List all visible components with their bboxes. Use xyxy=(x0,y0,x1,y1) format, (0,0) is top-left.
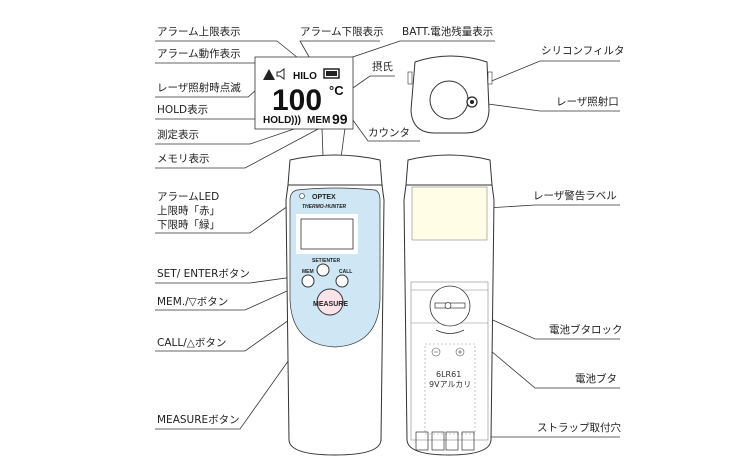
strap-hole xyxy=(415,431,475,451)
svg-text:OPTEX: OPTEX xyxy=(312,194,336,201)
label-laser-port: レーザ照射口 xyxy=(556,96,619,108)
mem-button xyxy=(301,274,315,288)
leader-lines xyxy=(155,40,620,438)
label-silicon-filter: シリコンフィルタ xyxy=(541,45,625,57)
label-hold: HOLD表示 xyxy=(157,104,209,116)
label-laser-blink: レーザ照射時点滅 xyxy=(157,82,241,94)
label-laser-warning: レーザ警告ラベル xyxy=(533,190,617,202)
lcd-enlarged: HILO 100 °C HOLD ))) MEM 99 xyxy=(254,56,354,130)
svg-text:MEASURE: MEASURE xyxy=(313,301,348,308)
svg-text:MEM: MEM xyxy=(302,269,314,275)
lcd-small xyxy=(300,218,354,250)
label-measuring: 測定表示 xyxy=(157,129,199,141)
hold-indicator: HOLD xyxy=(263,115,291,126)
label-alarm-led-2: 上限時「赤」 xyxy=(157,205,220,217)
thermometer-front: OPTEX THERMO-HUNTER SET/ENTER MEM CALL M… xyxy=(285,154,385,456)
label-alarm-upper: アラーム上限表示 xyxy=(157,26,241,38)
speaker-icon xyxy=(276,68,285,80)
battery-icon xyxy=(323,68,340,79)
svg-text:9Vアルカリ: 9Vアルカリ xyxy=(429,380,471,389)
hilo-indicator: HILO xyxy=(293,71,317,82)
call-button xyxy=(335,274,349,288)
temperature-digits: 100 xyxy=(272,84,322,117)
svg-text:6LR61: 6LR61 xyxy=(436,370,461,379)
battery-cover xyxy=(410,281,489,441)
svg-text:SET/ENTER: SET/ENTER xyxy=(312,258,340,264)
measure-button xyxy=(316,288,344,316)
label-mem: MEM./▽ボタン xyxy=(157,296,229,308)
label-celsius: 摂氏 xyxy=(372,61,393,73)
label-alarm-led-1: アラームLED xyxy=(157,191,220,203)
label-memory: メモリ表示 xyxy=(157,153,210,165)
label-set-enter: SET/ ENTERボタン xyxy=(157,268,250,280)
laser-warning-label xyxy=(411,186,488,241)
thermometer-back: 6LR61 9Vアルカリ xyxy=(403,154,495,456)
mem-indicator: MEM xyxy=(307,115,330,126)
set-enter-button xyxy=(316,263,330,277)
label-counter: カウンタ xyxy=(368,127,410,139)
label-strap-hole: ストラップ取付穴 xyxy=(537,422,621,434)
label-alarm-action: アラーム動作表示 xyxy=(157,48,241,60)
label-call: CALL/△ボタン xyxy=(157,337,227,349)
label-alarm-led-3: 下限時「緑」 xyxy=(157,219,220,231)
alarm-led xyxy=(299,193,305,199)
label-measure: MEASUREボタン xyxy=(157,414,240,426)
label-battery-lock: 電池ブタロック xyxy=(549,324,623,336)
measuring-indicator: ))) xyxy=(291,115,301,126)
svg-text:CALL: CALL xyxy=(339,269,352,275)
laser-warning-icon xyxy=(263,69,275,80)
label-alarm-lower: アラーム下限表示 xyxy=(300,26,384,38)
counter-digits: 99 xyxy=(332,111,348,127)
label-battery: BATT.電池残量表示 xyxy=(402,26,494,38)
svg-text:THERMO-HUNTER: THERMO-HUNTER xyxy=(302,204,347,210)
sensor-head xyxy=(407,55,493,134)
label-battery-cover: 電池ブタ xyxy=(575,373,617,385)
silicon-filter xyxy=(429,80,469,120)
celsius-unit: °C xyxy=(329,83,344,98)
